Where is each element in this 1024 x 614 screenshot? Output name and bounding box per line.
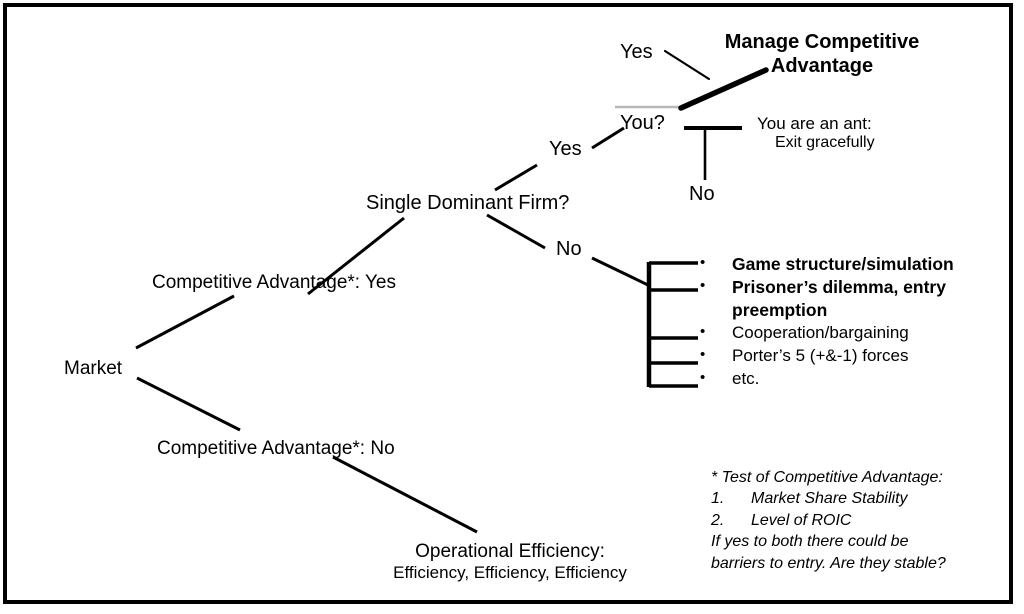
- topics-bullet-list: • Game structure/simulation • Prisoner’s…: [700, 253, 1010, 390]
- footnote-item-1-number: 1.: [711, 490, 725, 508]
- footnote-competitive-advantage-test: * Test of Competitive Advantage: 1. Mark…: [711, 467, 1001, 574]
- bullet-icon: •: [700, 323, 706, 341]
- ant-line-2: Exit gracefully: [775, 134, 875, 152]
- bullet-icon: •: [700, 345, 706, 363]
- footnote-item-1: 1. Market Share Stability: [711, 488, 1001, 509]
- node-you-are-an-ant: You are an ant: Exit gracefully: [757, 114, 947, 153]
- manage-line-1: Manage Competitive: [724, 31, 920, 53]
- bullet-icon: •: [700, 277, 706, 295]
- node-you-question: You?: [620, 112, 665, 134]
- manage-line-2: Advantage: [770, 54, 874, 77]
- node-manage-competitive-advantage: Manage Competitive Advantage: [722, 31, 922, 78]
- op-efficiency-line-2: Efficiency, Efficiency, Efficiency: [393, 563, 627, 583]
- op-efficiency-line-1: Operational Efficiency:: [415, 541, 605, 562]
- list-item-label: Prisoner’s dilemma, entry preemption: [732, 277, 946, 320]
- list-item-label: Game structure/simulation: [732, 254, 954, 274]
- list-item: • Porter’s 5 (+&-1) forces: [700, 345, 1010, 367]
- list-item: • Game structure/simulation: [700, 253, 1010, 275]
- footnote-heading: * Test of Competitive Advantage:: [711, 469, 943, 486]
- node-competitive-advantage-yes: Competitive Advantage*: Yes: [152, 272, 397, 293]
- footnote-item-2-text: Level of ROIC: [751, 511, 852, 529]
- footnote-item-1-text: Market Share Stability: [751, 490, 908, 508]
- footnote-item-2: 2. Level of ROIC: [711, 510, 1001, 531]
- list-item-label: Cooperation/bargaining: [732, 323, 909, 343]
- list-item-label: Porter’s 5 (+&-1) forces: [732, 345, 909, 365]
- footnote-closing-line-2: barriers to entry. Are they stable?: [711, 554, 946, 572]
- footnote-closing-line-1: If yes to both there could be: [711, 533, 909, 551]
- node-label-yes-mid: Yes: [549, 138, 582, 160]
- footnote-item-2-number: 2.: [711, 511, 725, 529]
- list-item: • etc.: [700, 368, 1010, 390]
- node-label-yes-top: Yes: [620, 41, 653, 63]
- list-item-label: etc.: [732, 368, 760, 388]
- node-competitive-advantage-no: Competitive Advantage*: No: [157, 438, 395, 459]
- node-single-dominant-firm: Single Dominant Firm?: [366, 192, 570, 214]
- node-operational-efficiency: Operational Efficiency: Efficiency, Effi…: [360, 541, 660, 583]
- list-item: • Prisoner’s dilemma, entry preemption: [700, 276, 1010, 321]
- bullet-icon: •: [700, 254, 706, 271]
- node-label-no-top: No: [689, 183, 715, 205]
- bullet-icon: •: [700, 368, 706, 386]
- ant-line-1: You are an ant:: [757, 114, 872, 133]
- list-item: • Cooperation/bargaining: [700, 322, 1010, 344]
- node-market: Market: [64, 358, 123, 379]
- node-label-no-mid: No: [556, 238, 582, 260]
